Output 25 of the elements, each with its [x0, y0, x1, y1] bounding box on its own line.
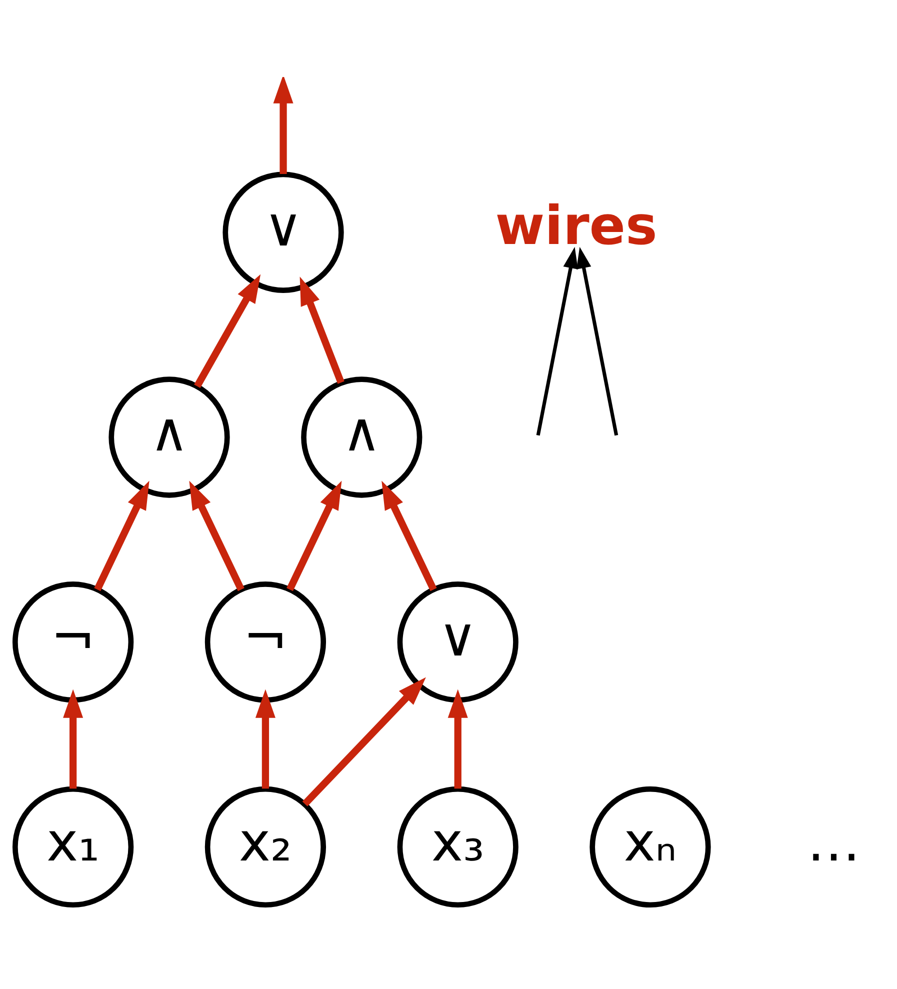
node-circle: x₃ [397, 786, 518, 908]
arrow [189, 480, 244, 592]
node-circle: ¬ [12, 582, 134, 703]
node-circle: ∧ [108, 376, 230, 498]
arrow [536, 246, 578, 436]
arrow [448, 689, 468, 789]
arrow [273, 77, 294, 174]
node-circle: ∨ [222, 172, 344, 293]
arrow [382, 480, 437, 592]
label: … [807, 810, 860, 874]
node-circle: ∧ [301, 376, 422, 498]
arrow [300, 276, 344, 384]
node-circle: ∨ [397, 582, 518, 703]
node-circle: xₙ [590, 786, 711, 908]
node-text: wires [495, 194, 658, 257]
node-circle: x₂ [204, 786, 326, 908]
arrow [94, 480, 150, 592]
arrow [63, 689, 84, 789]
arrow [576, 246, 618, 436]
arrow [194, 274, 261, 388]
node-circle: x₁ [12, 786, 134, 908]
arrow [286, 480, 342, 592]
arrow [255, 689, 276, 789]
arrow [302, 677, 426, 806]
node-circle: ¬ [204, 582, 326, 703]
